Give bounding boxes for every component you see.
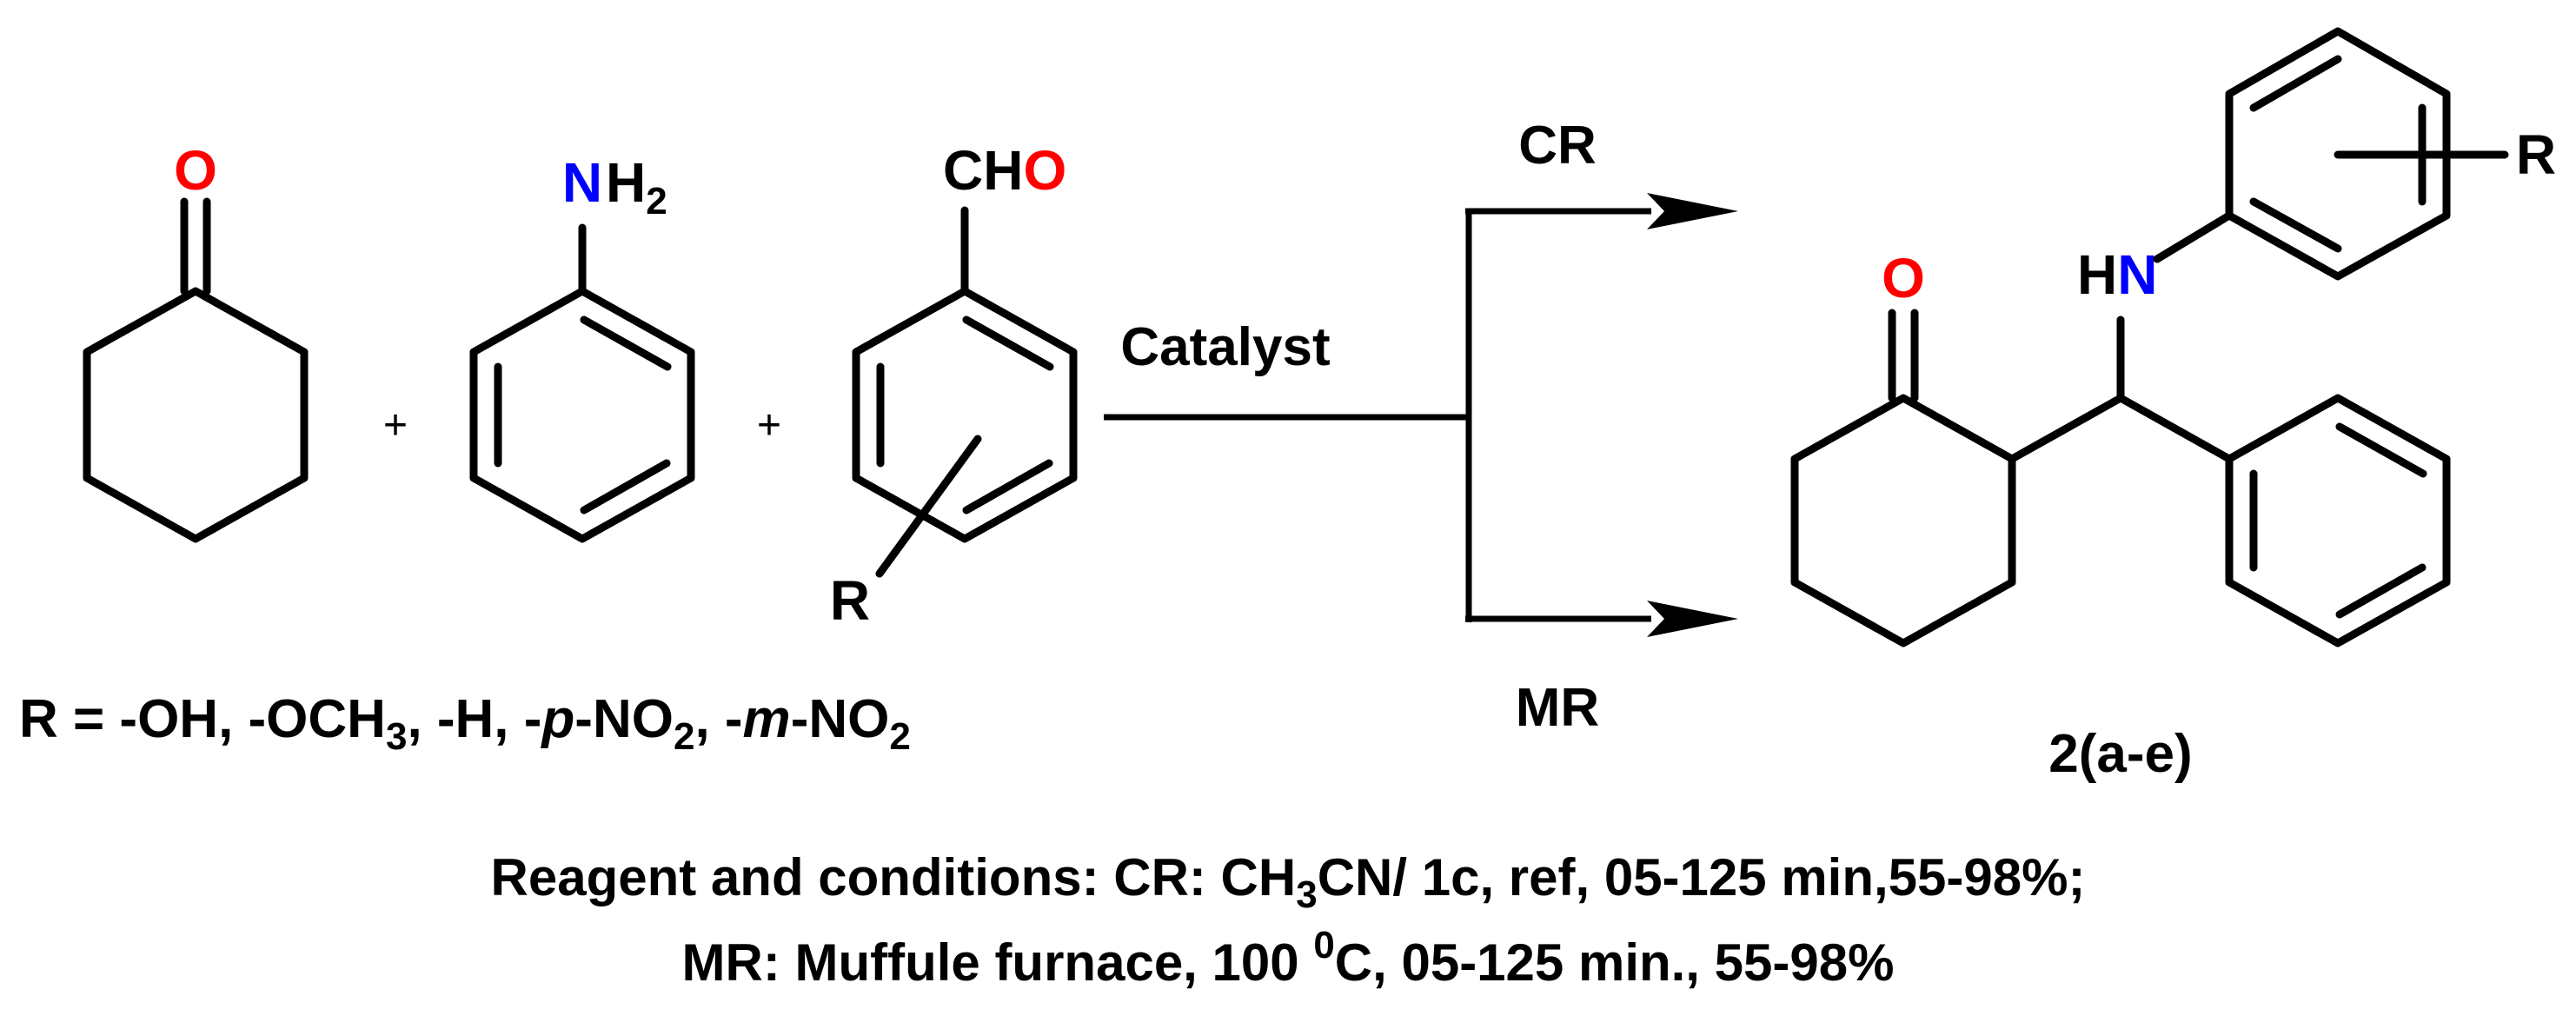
cr-arrowhead	[1647, 193, 1738, 229]
conditions-text: CN/ 1c, ref, 05-125 min,55-98%;	[1318, 848, 2086, 906]
cyclohexanone: O	[83, 139, 309, 543]
plus-sign-2: +	[757, 402, 781, 448]
benzaldehyde-inner-bond	[962, 315, 1054, 371]
product-phenyl-ring	[2225, 394, 2451, 647]
product-c-c-bond	[2008, 394, 2125, 463]
substituent-r: R	[830, 569, 870, 632]
r-def-subscript: 3	[386, 715, 407, 758]
conditions-text: MR: Muffule furnace, 100	[682, 933, 1314, 992]
product-substituent-r: R	[2516, 123, 2556, 186]
aniline-inner-bond	[580, 315, 672, 371]
r-def-meta: m	[743, 689, 791, 749]
product-aniline-ring	[2225, 27, 2451, 281]
nitrogen-atom: N	[562, 151, 602, 214]
mr-arrowhead	[1647, 601, 1738, 637]
r-def-part: R = -OH, -OCH	[19, 689, 386, 749]
hydrogen-subscript: 2	[646, 180, 667, 222]
benzaldehyde: CHO R	[830, 139, 1078, 632]
r-def-part: , -	[694, 689, 742, 749]
mr-route-label: MR	[1516, 678, 1599, 738]
r-def-para: p	[540, 689, 574, 749]
product-phenyl-inner-bond	[2335, 563, 2427, 619]
conditions-line-1: Reagent and conditions: CR: CH3CN/ 1c, r…	[491, 848, 2086, 916]
plus-sign-1: +	[383, 402, 408, 448]
conditions-line-2: MR: Muffule furnace, 100 0C, 05-125 min.…	[682, 924, 1895, 992]
r-def-subscript: 2	[889, 715, 910, 758]
benzaldehyde-inner-bond	[962, 459, 1053, 515]
conditions-superscript: 0	[1313, 924, 1334, 966]
product-molecule: O HN R	[1790, 27, 2556, 647]
r-def-subscript: 2	[674, 715, 694, 758]
catalyst-label: Catalyst	[1120, 317, 1330, 377]
product-c-phenyl-bond	[2116, 394, 2234, 463]
aniline: N H2	[469, 151, 695, 543]
conditions-text: C, 05-125 min., 55-98%	[1335, 933, 1895, 992]
conditions-text: Reagent and conditions: CR: CH	[491, 848, 1297, 906]
aniline-ring	[469, 287, 695, 543]
r-def-part: -NO	[574, 689, 674, 749]
amine-hydrogens: H2	[606, 151, 667, 222]
cyclohexanone-ring	[83, 287, 309, 543]
r-def-part: , -H, -	[407, 689, 541, 749]
product-aniline-inner-bond	[2249, 55, 2342, 112]
aniline-inner-bond	[580, 459, 671, 515]
cr-route-label: CR	[1518, 116, 1597, 176]
product-phenyl-inner-bond	[2335, 422, 2427, 478]
reaction-arrows	[1104, 193, 1738, 637]
product-nh-hydrogen: H	[2077, 243, 2117, 306]
aldehyde-group: CHO	[943, 139, 1066, 202]
benzaldehyde-ring	[852, 287, 1078, 543]
r-substituent-definition: R = -OH, -OCH3, -H, -p-NO2, -m-NO2	[19, 689, 911, 758]
product-aniline-inner-bond	[2249, 197, 2342, 253]
product-nh-nitrogen: N	[2117, 243, 2157, 306]
product-oxygen-atom: O	[1882, 247, 1925, 309]
conditions-subscript: 3	[1296, 873, 1317, 916]
hydrogen-label: H	[606, 151, 646, 214]
r-def-part: -NO	[791, 689, 890, 749]
product-n-aryl-bond	[2153, 211, 2234, 263]
substituent-bond	[875, 435, 982, 578]
aldehyde-oxygen: O	[1023, 139, 1066, 202]
product-label: 2(a-e)	[2048, 724, 2192, 784]
aldehyde-ch: CH	[943, 139, 1023, 202]
product-cyclohexanone-ring	[1790, 394, 2016, 647]
oxygen-atom: O	[174, 139, 217, 202]
product-nh-group: HN	[2077, 243, 2157, 306]
